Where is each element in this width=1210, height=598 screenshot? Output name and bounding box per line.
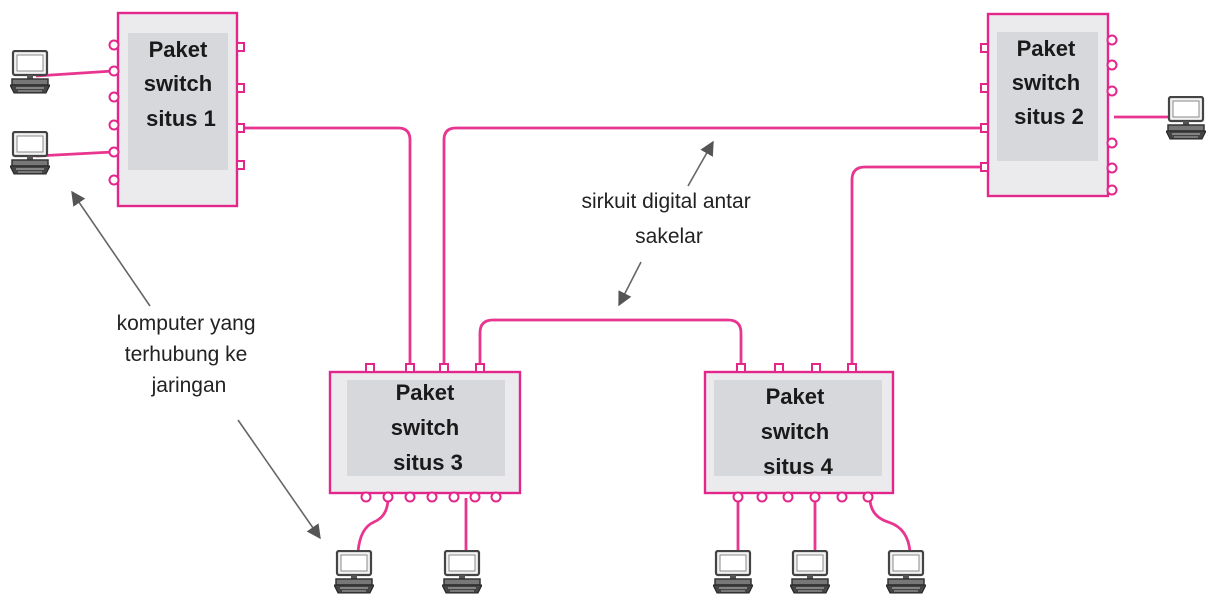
switch-2-line-2: switch [1012, 70, 1080, 95]
link-s3-s4 [478, 318, 743, 365]
link-s4-s2 [850, 165, 982, 365]
computer-7-icon [790, 550, 830, 594]
packet-switch-3: Paket switch situs 3 [328, 363, 522, 503]
connection-lines [35, 69, 1168, 553]
switch-4-line-2: switch [761, 419, 829, 444]
switch-3-line-3: situs 3 [393, 450, 463, 475]
switch-2-line-1: Paket [1017, 36, 1076, 61]
link-pc2-s1 [35, 150, 114, 158]
annotation-arrows [71, 140, 714, 540]
switch-3-line-1: Paket [396, 380, 455, 405]
link-s1-s3 [243, 126, 412, 365]
circuit-annotation: sirkuit digital antar sakelar [581, 190, 756, 248]
link-pc3-s3 [356, 497, 390, 553]
switch-2-line-3: situs 2 [1014, 104, 1084, 129]
computers-annotation: komputer yang terhubung ke jaringan [117, 312, 262, 397]
switch-2-label: Paket switch situs 2 [1012, 36, 1087, 129]
computers-annotation-line-2: terhubung ke [125, 343, 248, 366]
computer-5-icon [442, 550, 482, 594]
switch-1-line-1: Paket [149, 37, 208, 62]
link-s3-s2 [442, 126, 982, 365]
computers-annotation-line-3: jaringan [151, 374, 227, 397]
packet-switch-4: Paket switch situs 4 [703, 363, 895, 503]
packet-switch-1: Paket switch situs 1 [108, 11, 245, 208]
link-pc1-s1 [35, 69, 114, 78]
computer-8-icon [886, 550, 926, 594]
computer-4-icon [334, 550, 374, 594]
computer-1-icon [10, 50, 50, 94]
link-pc7-s4 [868, 497, 912, 553]
switch-1-line-3: situs 1 [146, 106, 216, 131]
circuit-annotation-line-1: sirkuit digital antar [581, 190, 750, 213]
switch-4-line-1: Paket [766, 384, 825, 409]
arrow-to-computer-bottom [237, 419, 321, 540]
switch-1-line-2: switch [144, 71, 212, 96]
switch-1-label: Paket switch situs 1 [144, 37, 219, 131]
arrow-to-lower-circuit [618, 261, 642, 307]
computer-2-icon [10, 131, 50, 175]
circuit-annotation-line-2: sakelar [635, 225, 703, 248]
packet-switch-2: Paket switch situs 2 [980, 12, 1118, 198]
arrow-to-computer-top [71, 190, 151, 307]
computer-6-icon [713, 550, 753, 594]
switch-3-label: Paket switch situs 3 [391, 380, 466, 475]
arrow-to-upper-circuit [687, 140, 714, 187]
computers-annotation-line-1: komputer yang [117, 312, 256, 335]
switch-4-label: Paket switch situs 4 [761, 384, 836, 479]
switch-3-line-2: switch [391, 415, 459, 440]
switch-4-line-3: situs 4 [763, 454, 833, 479]
computer-3-icon [1166, 96, 1206, 140]
